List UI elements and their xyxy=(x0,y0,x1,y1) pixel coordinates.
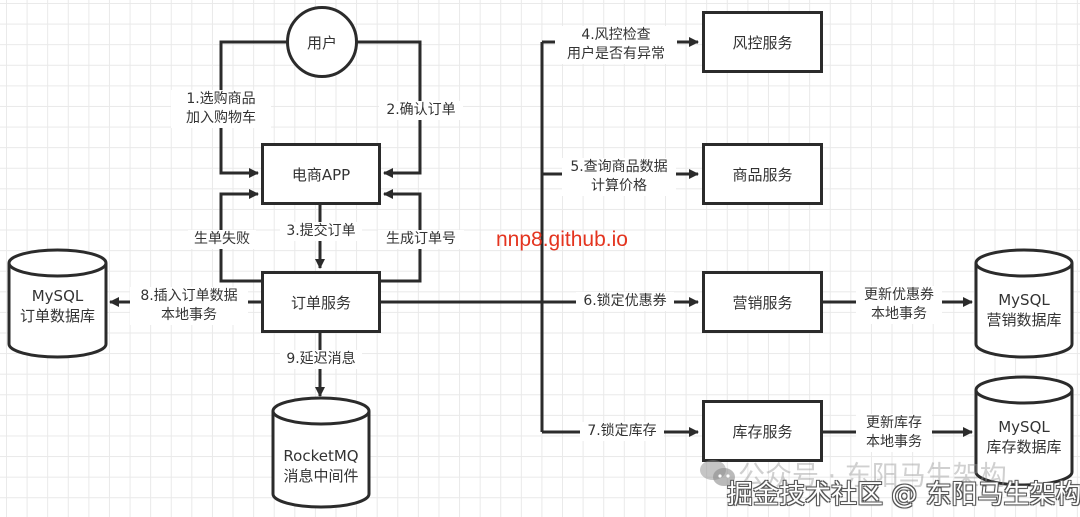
step2-text: 2.确认订单 xyxy=(386,102,456,118)
node-user: 用户 xyxy=(286,6,358,78)
cylinder-mq xyxy=(271,396,371,509)
step5-line2: 计算价格 xyxy=(591,178,647,194)
edge-label-step8: 8.插入订单数据 本地事务 xyxy=(130,287,248,325)
step9-text: 9.延迟消息 xyxy=(286,351,356,367)
node-product-service-label: 商品服务 xyxy=(732,165,793,184)
edge-label-step1: 1.选购商品 加入购物车 xyxy=(171,90,271,128)
fail-text: 生单失败 xyxy=(194,231,250,247)
step5-line1: 5.查询商品数据 xyxy=(570,159,668,175)
step7-text: 7.锁定库存 xyxy=(587,423,657,439)
coupon-tx-line1: 更新优惠券 xyxy=(864,287,934,303)
node-marketing-service-label: 营销服务 xyxy=(732,293,793,312)
step1-line1: 1.选购商品 xyxy=(186,91,256,107)
node-app-label: 电商APP xyxy=(291,165,351,184)
edge-label-order-no: 生成订单号 xyxy=(378,230,464,249)
marketing-db-line1: MySQL xyxy=(998,291,1050,309)
node-risk-service: 风控服务 xyxy=(702,11,823,73)
edge-label-stock-tx: 更新库存 本地事务 xyxy=(856,414,932,452)
cylinder-inventory-db xyxy=(974,375,1074,487)
marketing-db-label: MySQL 营销数据库 xyxy=(976,289,1072,331)
edge-label-step6: 6.锁定优惠券 xyxy=(576,292,674,311)
order-db-line1: MySQL xyxy=(31,287,84,305)
node-marketing-service: 营销服务 xyxy=(702,271,823,333)
step8-line1: 8.插入订单数据 xyxy=(140,288,238,304)
edge-label-step9: 9.延迟消息 xyxy=(280,350,362,369)
step1-line2: 加入购物车 xyxy=(186,110,256,126)
cylinder-marketing-db xyxy=(974,248,1074,359)
node-order-service: 订单服务 xyxy=(261,271,381,333)
cylinder-order-db xyxy=(7,248,108,359)
edge-label-step5: 5.查询商品数据 计算价格 xyxy=(562,158,676,196)
edge-label-fail: 生单失败 xyxy=(188,230,256,249)
watermark-site: nnp8.github.io xyxy=(496,228,628,251)
order-db-line2: 订单数据库 xyxy=(19,307,95,325)
node-inventory-service: 库存服务 xyxy=(702,400,823,462)
marketing-db-line2: 营销数据库 xyxy=(986,311,1062,329)
inventory-db-line1: MySQL xyxy=(998,418,1050,436)
inventory-db-label: MySQL 库存数据库 xyxy=(976,416,1072,458)
order-db-label: MySQL 订单数据库 xyxy=(9,285,106,327)
mq-label: RocketMQ 消息中间件 xyxy=(273,445,369,487)
inventory-db-line2: 库存数据库 xyxy=(986,438,1062,456)
coupon-tx-line2: 本地事务 xyxy=(871,306,927,322)
stock-tx-line2: 本地事务 xyxy=(866,434,922,450)
mq-line2: 消息中间件 xyxy=(283,467,359,485)
node-ecommerce-app: 电商APP xyxy=(261,143,381,205)
step6-text: 6.锁定优惠券 xyxy=(583,293,667,309)
node-order-service-label: 订单服务 xyxy=(290,293,351,312)
edge-label-step4: 4.风控检查 用户是否有异常 xyxy=(555,26,677,64)
step3-text: 3.提交订单 xyxy=(286,223,356,239)
edge-label-step7: 7.锁定库存 xyxy=(580,422,664,441)
node-product-service: 商品服务 xyxy=(702,143,823,205)
edge-label-step2: 2.确认订单 xyxy=(379,101,463,120)
watermark-juejin: 掘金技术社区 @ 东阳马生架构 xyxy=(727,480,1080,510)
edge-label-coupon-tx: 更新优惠券 本地事务 xyxy=(856,286,942,324)
wechat-icon xyxy=(700,460,735,486)
node-inventory-service-label: 库存服务 xyxy=(732,422,793,441)
node-user-label: 用户 xyxy=(306,33,337,52)
mq-line1: RocketMQ xyxy=(283,447,359,465)
step8-line2: 本地事务 xyxy=(161,307,217,323)
edge-label-step3: 3.提交订单 xyxy=(280,222,362,241)
step4-line2: 用户是否有异常 xyxy=(567,46,665,62)
node-risk-service-label: 风控服务 xyxy=(732,33,793,52)
stock-tx-line1: 更新库存 xyxy=(866,415,922,431)
order-no-text: 生成订单号 xyxy=(386,231,456,247)
step4-line1: 4.风控检查 xyxy=(581,27,651,43)
watermark-wechat: 公众号 · 东阳马生架构 xyxy=(738,461,1007,492)
